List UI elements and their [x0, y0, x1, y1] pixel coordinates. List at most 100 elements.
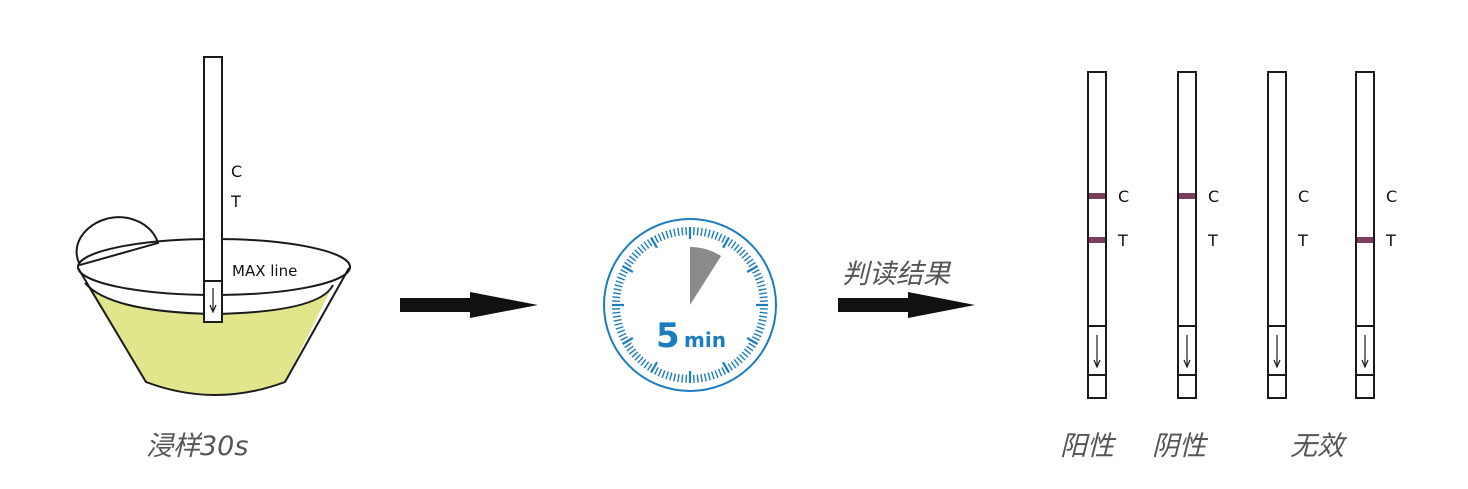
timer-tick: [700, 374, 703, 383]
strip-arrow-head: [1183, 359, 1191, 369]
timer-tick: [626, 345, 634, 352]
timer-tick: [673, 228, 677, 237]
timer-tick: [703, 228, 707, 237]
timer-tick: [714, 370, 719, 379]
timer-tick: [733, 358, 740, 367]
strip-label-c: C: [1118, 187, 1129, 206]
timer-tick: [741, 351, 749, 358]
timer-tick: [759, 296, 768, 299]
timer-tick: [637, 356, 644, 364]
strip-arrow-head: [1361, 359, 1369, 369]
result-negative-caption: 阴性: [1152, 431, 1206, 462]
timer-tick: [743, 255, 752, 262]
timer-tick: [756, 325, 765, 330]
timer-tick: [752, 336, 760, 342]
timer-tick: [616, 276, 625, 281]
timer-tick: [665, 371, 670, 380]
timer-tick: [722, 236, 730, 249]
timer-tick: [621, 265, 634, 273]
timer-tick: [614, 284, 623, 288]
timer-tick: [624, 261, 632, 268]
timer-tick: [756, 280, 765, 285]
timer-tick: [696, 227, 699, 236]
timer-tick: [730, 241, 737, 249]
timer-tick: [759, 292, 768, 295]
timer-tick: [722, 361, 730, 374]
timer-tick: [615, 280, 624, 285]
timer-tick: [646, 239, 653, 247]
strip-label-c: C: [1298, 187, 1309, 206]
timer-tick: [758, 318, 767, 322]
timer-tick: [618, 332, 627, 338]
timer-tick: [753, 332, 762, 338]
timer-tick: [759, 311, 768, 314]
arrow-right-icon: [838, 292, 975, 318]
timer-tick: [759, 315, 768, 318]
timer-tick: [755, 329, 764, 334]
strip-label-t: T: [1207, 231, 1218, 250]
timer-tick: [681, 227, 684, 236]
timer-tick: [615, 325, 624, 330]
timer-tick: [661, 231, 666, 240]
timer-tick: [717, 233, 723, 242]
timer-tick: [681, 374, 684, 383]
timer-tick: [624, 342, 632, 349]
timer-tick: [669, 229, 673, 238]
strip-outline: [1355, 71, 1375, 399]
dip-test-strip: [203, 56, 223, 323]
timer-tick: [721, 367, 727, 375]
timer-tick: [643, 241, 650, 249]
strip-arrow-head: [1273, 359, 1281, 369]
timer-tick: [620, 268, 628, 274]
timer-tick: [631, 351, 639, 358]
timer-tick: [757, 284, 766, 288]
strip-label-c: C: [1386, 187, 1397, 206]
timer-tick: [707, 372, 711, 381]
timer-tick: [730, 361, 737, 369]
timer-tick: [631, 252, 639, 259]
timer-tick: [739, 249, 746, 256]
timer-tick: [752, 268, 760, 274]
strip-label-t: T: [1385, 231, 1396, 250]
result-strip: CT: [1177, 71, 1219, 399]
step3-caption: 判读结果: [842, 259, 950, 290]
timer-tick: [753, 272, 762, 278]
timer-tick: [673, 373, 677, 382]
timer-tick: [746, 337, 759, 345]
control-band: [1089, 193, 1105, 199]
timer-tick: [748, 342, 756, 349]
timer-tick: [657, 368, 663, 377]
timer-tick: [748, 261, 756, 268]
timer-tick: [628, 255, 637, 262]
strip-label-c: C: [1208, 187, 1219, 206]
strip-arrow-head: [1093, 359, 1101, 369]
timer-tick: [612, 296, 621, 299]
result-strip: CT: [1355, 71, 1397, 399]
timer-tick: [746, 258, 754, 265]
timer-icon: 5 min: [603, 218, 777, 392]
timer-tick: [628, 348, 637, 355]
timer-tick-ring: [612, 227, 768, 383]
timer-tick: [612, 292, 621, 295]
timer-tick: [640, 243, 647, 252]
timer-tick: [700, 227, 703, 236]
timer-tick: [650, 236, 658, 249]
timer-tick: [727, 363, 734, 371]
timer-tick: [696, 374, 699, 383]
timer-tick: [746, 345, 754, 352]
timer-unit: min: [684, 328, 726, 352]
timer-tick: [757, 322, 766, 326]
max-line-label: MAX line: [232, 262, 297, 280]
arrow-right-icon: [400, 292, 538, 318]
timer-tick: [665, 230, 670, 239]
timer-tick: [657, 233, 663, 242]
strip-arrow-head: [209, 304, 217, 314]
timer-tick: [707, 229, 711, 238]
result-invalid-caption: 无效: [1290, 431, 1344, 462]
strip-label-t: T: [230, 192, 241, 211]
cup-handle: [75, 216, 160, 267]
timer-tick: [721, 235, 727, 243]
timer-tick: [653, 235, 659, 243]
timer-tick: [736, 246, 743, 254]
